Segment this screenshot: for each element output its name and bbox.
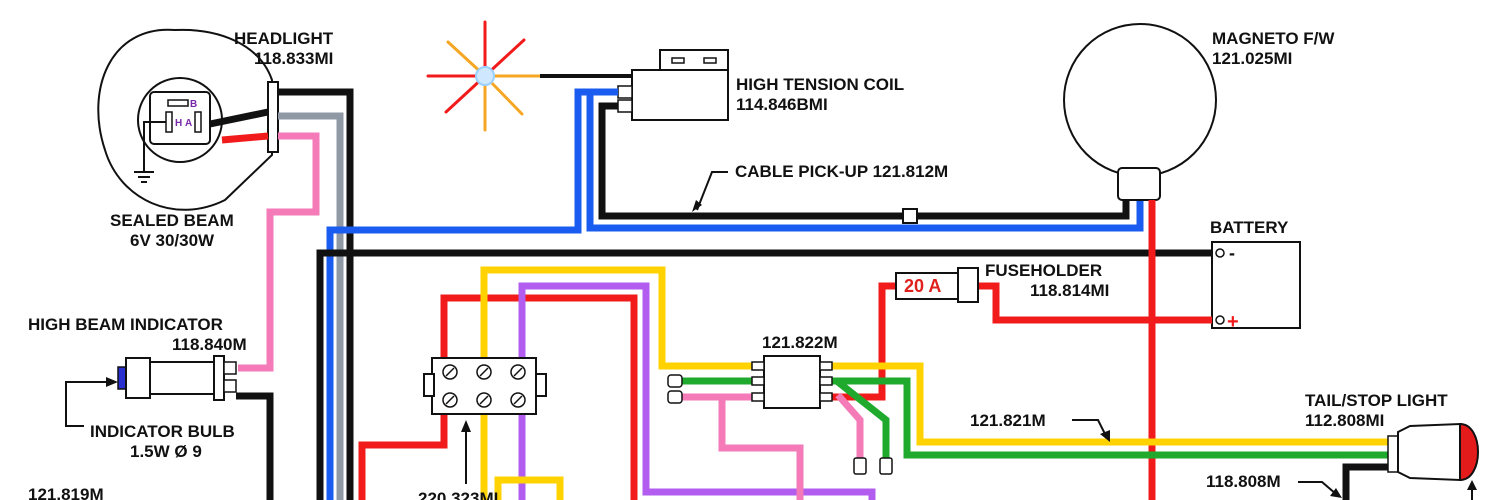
pickup-connector (902, 208, 918, 224)
indicator-bulb-housing (117, 355, 237, 401)
tail-light-title: TAIL/STOP LIGHT (1305, 391, 1448, 410)
headlight-assembly: B H A (97, 28, 279, 211)
spark-plug-icon (426, 20, 542, 132)
socket-letter-b: B (190, 99, 197, 110)
cable-pickup-label: CABLE PICK-UP 121.812M (735, 162, 948, 181)
fuseholder-part: 118.814MI (1030, 281, 1109, 300)
headlight-connector (267, 81, 279, 153)
indicator-bulb-spec: 1.5W Ø 9 (130, 442, 202, 461)
battery-plus: + (1227, 311, 1239, 333)
fuse (895, 272, 959, 300)
tail-stop-light (1387, 422, 1479, 500)
socket-pin-a (194, 111, 202, 133)
spade-connectors (667, 374, 893, 475)
terminal-block (423, 357, 547, 415)
headlight-part: 118.833MI (254, 49, 333, 68)
tail-wire-part: 118.808M (1206, 472, 1281, 491)
magneto-title: MAGNETO F/W (1212, 29, 1335, 48)
sealed-beam-title: SEALED BEAM (110, 211, 234, 230)
battery-fuse-wire (975, 282, 1212, 324)
battery-title: BATTERY (1210, 218, 1289, 237)
battery-minus: - (1229, 243, 1235, 263)
coil-blue-wire (586, 88, 1144, 232)
ground-lead (143, 121, 166, 172)
switch-block-part: 121.822M (762, 333, 838, 352)
terminal-block-part: 220.323MI (418, 489, 498, 500)
headlight-title: HEADLIGHT (234, 29, 334, 48)
sealed-beam-spec: 6V 30/30W (130, 231, 215, 250)
socket-pin-h (165, 111, 173, 133)
coil-part: 114.846BMI (736, 95, 828, 114)
fuseholder-title: FUSEHOLDER (985, 261, 1102, 280)
indicator-bulb-title: INDICATOR BULB (90, 422, 235, 441)
indicator-bulb-pointer (65, 381, 112, 427)
magneto-flywheel (1063, 23, 1217, 201)
fuseholder (957, 267, 979, 303)
coil-title: HIGH TENSION COIL (736, 75, 904, 94)
cable-pickup-wire (598, 102, 1130, 220)
high-beam-indicator-title: HIGH BEAM INDICATOR (28, 315, 223, 334)
socket-letter-a: A (185, 118, 192, 129)
tail-light-part: 112.808MI (1305, 411, 1384, 430)
cable-pickup-pointer (696, 171, 728, 211)
switch-block (751, 355, 833, 409)
bottom-left-part: 121.819M (28, 485, 104, 500)
tail-wire-pointer (1298, 481, 1337, 495)
high-tension-coil (617, 49, 729, 121)
socket-pin-b (167, 99, 189, 107)
harness-pointer (1072, 419, 1107, 437)
harness-part: 121.821M (970, 411, 1046, 430)
indicator-black-wire (236, 392, 274, 500)
fuse-rating: 20 A (904, 276, 941, 296)
high-beam-indicator-part: 118.840M (172, 335, 247, 354)
fuse-switch-wire (820, 282, 896, 401)
battery (1211, 241, 1301, 329)
magneto-part: 121.025MI (1212, 49, 1292, 68)
socket-letter-h: H (175, 118, 182, 129)
